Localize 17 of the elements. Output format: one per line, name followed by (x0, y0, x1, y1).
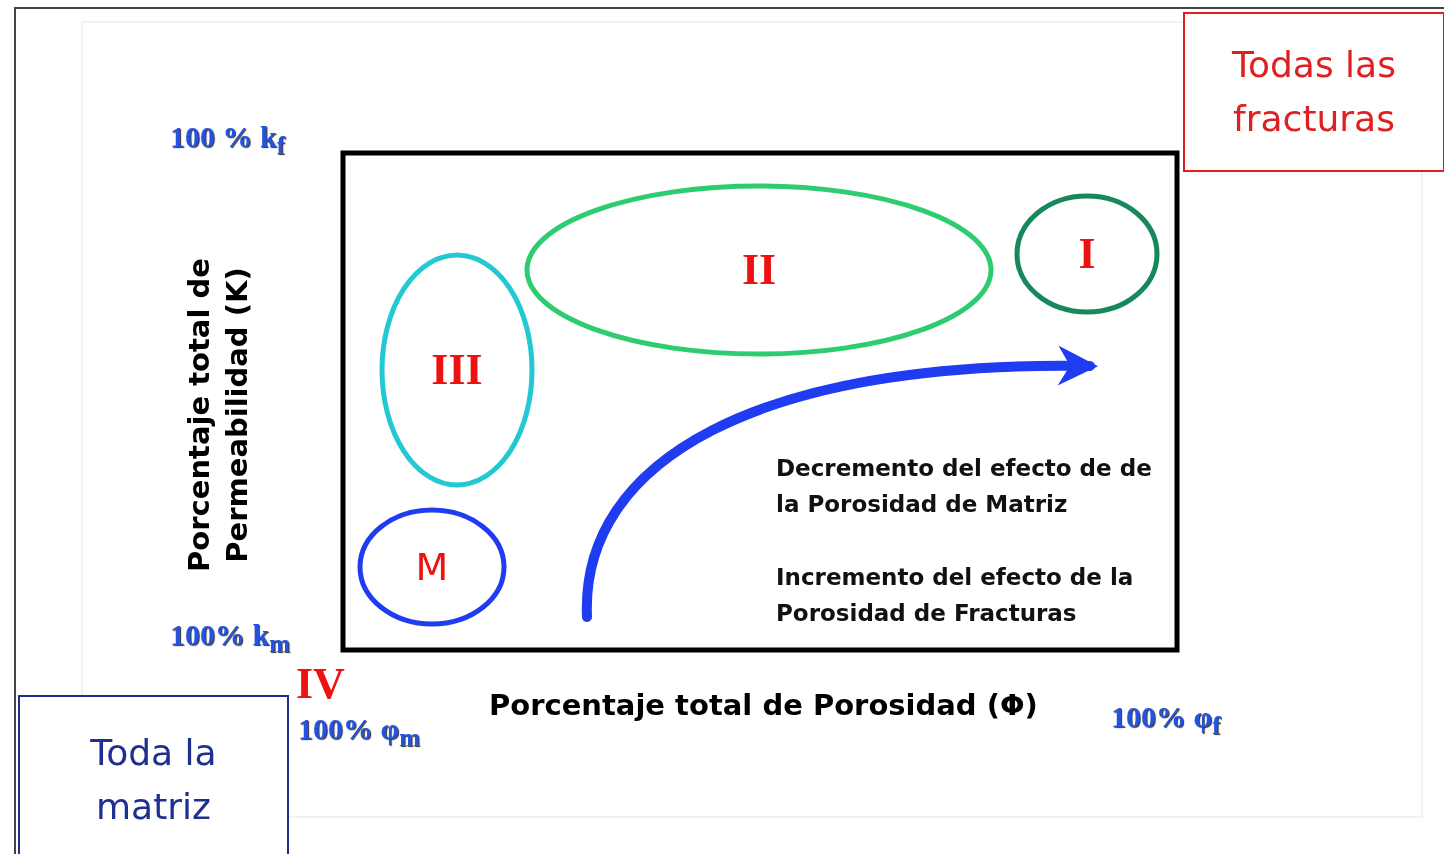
region-numeral: II (741, 248, 777, 292)
axis-tick-label: 100% k$_{m}$ (170, 618, 290, 658)
box-text: Todas las fracturas (1231, 43, 1397, 141)
axis-tick-label: 100% φ$_{m}$ (298, 712, 421, 752)
region-numeral: M (415, 548, 449, 586)
box-text: Toda la matriz (89, 731, 218, 829)
axis-tick-label: 100 % k$_{f}$ (170, 120, 285, 160)
annotation-text: Decremento del efecto de de la Porosidad de Matriz (776, 454, 1153, 519)
region-numeral: IV (296, 662, 345, 706)
axis-title: Porcentaje total de Permeabilidad (K) (181, 257, 255, 574)
annotation-text: Incremento del efecto de la Porosidad de Fracturas (776, 563, 1135, 628)
axis-tick-label: 100% φ$_{f}$ (1111, 700, 1221, 740)
note-box (18, 695, 289, 854)
note-box (1183, 12, 1444, 172)
axis-title: Porcentaje total de Porosidad (Φ) (489, 688, 1038, 722)
region-numeral: III (431, 348, 483, 392)
region-numeral: I (1078, 232, 1096, 276)
